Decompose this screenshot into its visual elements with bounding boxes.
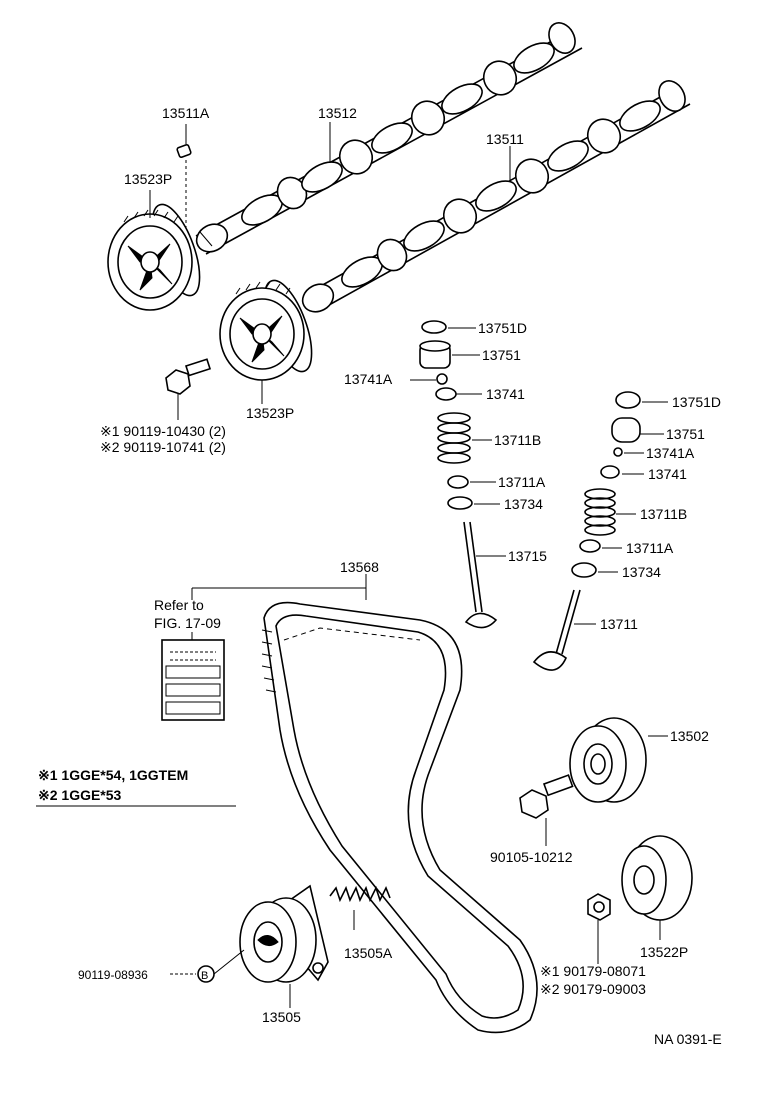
leader-lines	[36, 122, 668, 975]
label-13751-b: 13751	[666, 426, 705, 442]
nut	[587, 893, 611, 964]
label-13741-a: 13741	[486, 386, 525, 402]
label-13711b-a: 13711B	[494, 432, 541, 448]
label-13741a-b: 13741A	[646, 445, 695, 461]
label-13523p-top: 13523P	[124, 171, 172, 187]
pulley-bolt	[165, 358, 212, 420]
label-footer-code: NA 0391-E	[654, 1031, 722, 1047]
label-13751-a: 13751	[482, 347, 521, 363]
label-13741-b: 13741	[648, 466, 687, 482]
timing-belt	[261, 601, 538, 1034]
label-13711b-b: 13711B	[640, 506, 687, 522]
idler-bolt	[519, 774, 574, 846]
label-13715: 13715	[508, 548, 547, 564]
b-marker-circle	[197, 965, 215, 983]
label-13711: 13711	[600, 616, 638, 632]
label-13711a-a: 13711A	[498, 474, 546, 490]
valve-train-intake	[419, 320, 498, 629]
label-bolt-1: ※1 90119-10430 (2)	[100, 423, 226, 439]
label-90105: 90105-10212	[490, 849, 573, 865]
label-note-1: ※1 1GGE*54, 1GGTEM	[38, 767, 188, 783]
label-13522p: 13522P	[640, 944, 688, 960]
tension-spring	[329, 885, 391, 930]
label-13512: 13512	[318, 105, 357, 121]
label-13751d-a: 13751D	[478, 320, 527, 336]
belt-tensioner	[239, 884, 329, 1008]
label-13741a-a: 13741A	[344, 371, 393, 387]
label-refer-to: Refer to	[154, 597, 204, 613]
valve-train-exhaust	[532, 391, 641, 671]
label-13511a: 13511A	[162, 105, 210, 121]
idler-pulley	[569, 717, 647, 803]
camshaft-13512	[195, 22, 583, 255]
label-note-2: ※2 1GGE*53	[38, 787, 122, 803]
camshaft-pulley-bottom	[219, 279, 313, 381]
label-90119-08936: 90119-08936	[78, 968, 148, 982]
label-nut-1: ※1 90179-08071	[540, 963, 646, 979]
label-13505: 13505	[262, 1009, 301, 1025]
label-13511: 13511	[486, 131, 524, 147]
label-nut-2: ※2 90179-09003	[540, 981, 646, 997]
label-13502: 13502	[670, 728, 709, 744]
pin-13511a	[176, 124, 192, 232]
part-labels: 13511A 13512 13511 13523P 13523P ※1 9011…	[38, 105, 722, 1047]
label-13711a-b: 13711A	[626, 540, 674, 556]
label-fig-ref: FIG. 17-09	[154, 615, 221, 631]
crankshaft-timing-pulley	[621, 835, 693, 940]
label-13734-b: 13734	[622, 564, 661, 580]
label-13568: 13568	[340, 559, 379, 575]
label-13734-a: 13734	[504, 496, 543, 512]
label-13505a: 13505A	[344, 945, 393, 961]
camshaft-13511	[301, 80, 691, 313]
label-13751d-b: 13751D	[672, 394, 721, 410]
label-13523p-bottom: 13523P	[246, 405, 294, 421]
fig-reference-sheet	[161, 574, 367, 721]
label-bolt-2: ※2 90119-10741 (2)	[100, 439, 226, 455]
label-b-marker: B	[201, 970, 208, 982]
camshaft-pulley-top	[107, 203, 201, 311]
